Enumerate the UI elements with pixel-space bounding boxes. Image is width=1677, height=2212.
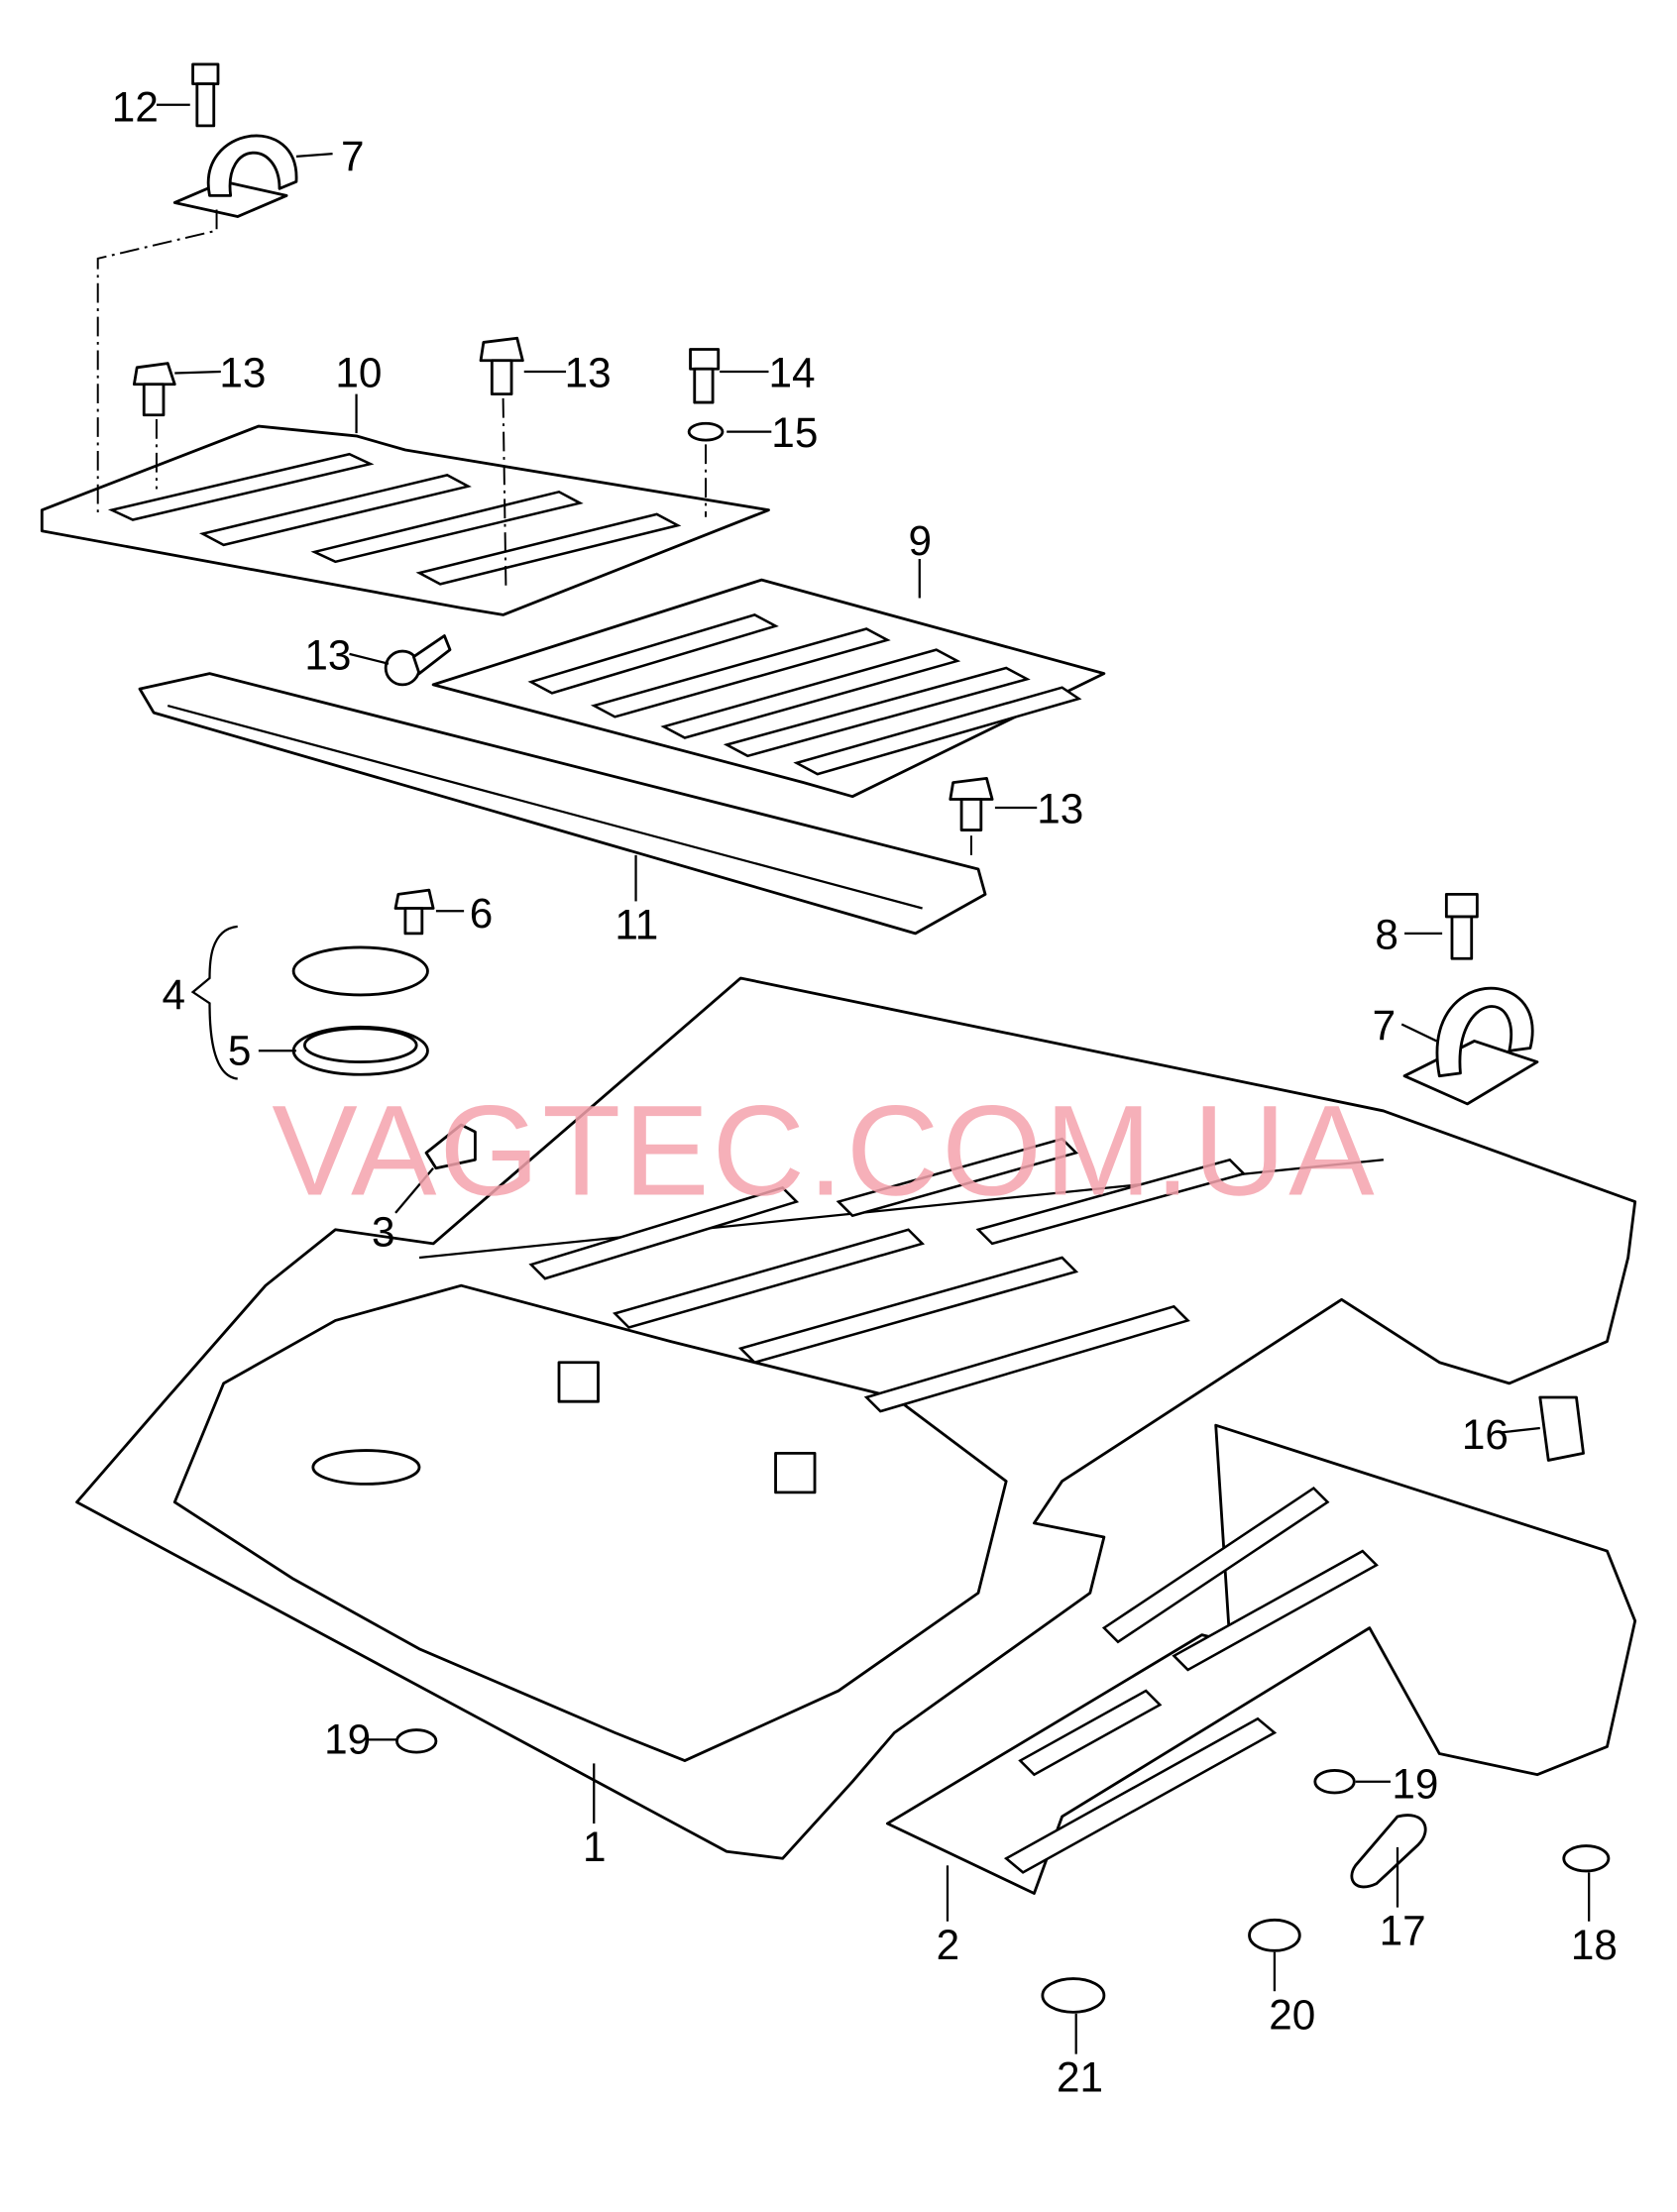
callout-18: 18: [1571, 1922, 1618, 1968]
part-9-floor-panel[interactable]: [431, 578, 1106, 799]
part-13-bolt[interactable]: [132, 362, 176, 417]
part-15-washer[interactable]: [687, 421, 725, 442]
callout-19: 19: [1392, 1761, 1438, 1808]
callout-17: 17: [1380, 1908, 1426, 1954]
part-18-nut[interactable]: [1562, 1844, 1611, 1873]
part-4-cover[interactable]: [291, 945, 429, 997]
callout-7: 7: [341, 133, 365, 179]
callout-2: 2: [937, 1922, 960, 1968]
part-14-bolt[interactable]: [689, 348, 721, 404]
part-13-bolt[interactable]: [949, 776, 994, 831]
callout-12: 12: [112, 84, 159, 131]
part-7-tie-down-ring-right[interactable]: [1402, 986, 1539, 1106]
callout-5: 5: [228, 1027, 252, 1073]
part-3-clip[interactable]: [424, 1123, 477, 1170]
callout-4: 4: [163, 971, 186, 1018]
callout-16: 16: [1462, 1411, 1509, 1458]
part-16-clip-nut[interactable]: [1538, 1395, 1585, 1462]
callout-13: 13: [219, 350, 266, 396]
part-1-floor-assembly[interactable]: [75, 976, 1637, 1860]
callout-6: 6: [470, 890, 494, 937]
callout-19: 19: [324, 1716, 371, 1763]
part-19-nut[interactable]: [1313, 1769, 1356, 1795]
part-8-bolt[interactable]: [1444, 892, 1479, 960]
callout-7: 7: [1373, 1002, 1397, 1049]
part-6-screw[interactable]: [393, 888, 435, 936]
part-5-seal[interactable]: [291, 1025, 429, 1076]
callout-11: 11: [615, 902, 658, 948]
part-17-grommet[interactable]: [1350, 1814, 1427, 1889]
part-19-nut[interactable]: [395, 1728, 438, 1754]
callout-15: 15: [771, 409, 818, 456]
part-11-cross-member[interactable]: [138, 672, 987, 936]
callout-13: 13: [304, 631, 351, 678]
callout-1: 1: [583, 1824, 607, 1870]
callouts: 12 7 13 10 13 14 15 9 13 13 11 6 4 5 3 8…: [112, 84, 1618, 2101]
callout-13: 13: [565, 350, 612, 396]
part-13-bolt[interactable]: [384, 634, 452, 687]
callout-14: 14: [769, 350, 816, 396]
callout-3: 3: [372, 1209, 395, 1256]
part-7-tie-down-ring-top[interactable]: [172, 134, 298, 218]
part-10-floor-panel[interactable]: [40, 424, 770, 616]
watermark: VAGTEC.COM.UA: [272, 1080, 1377, 1223]
part-13-bolt[interactable]: [479, 336, 524, 396]
callout-8: 8: [1375, 911, 1398, 957]
callout-13: 13: [1037, 785, 1083, 831]
part-2-rear-floor[interactable]: [885, 1423, 1637, 1895]
callout-10: 10: [335, 350, 382, 396]
callout-20: 20: [1269, 1991, 1315, 2038]
part-20-grommet[interactable]: [1248, 1918, 1301, 1952]
callout-9: 9: [908, 517, 932, 564]
callout-21: 21: [1057, 2054, 1103, 2101]
part-21-grommet[interactable]: [1041, 1977, 1106, 2014]
part-12-bolt[interactable]: [191, 62, 220, 128]
